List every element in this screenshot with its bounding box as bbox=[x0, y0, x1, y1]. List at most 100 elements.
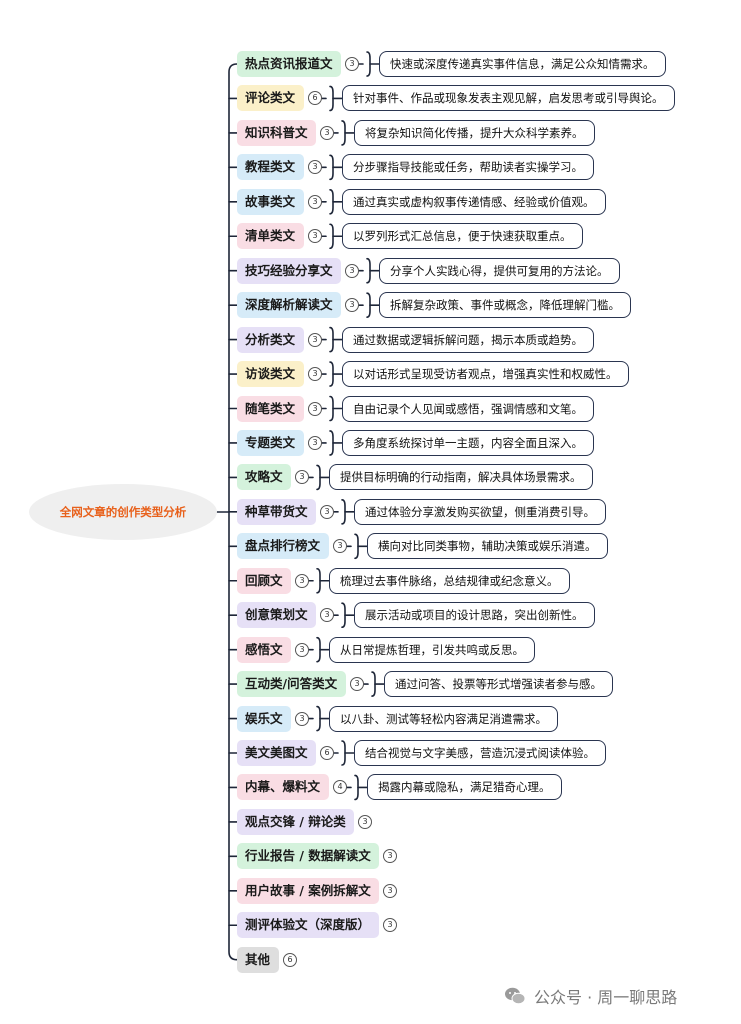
count-badge[interactable]: 3 bbox=[358, 814, 372, 829]
category-label: 创意策划文 bbox=[245, 607, 308, 623]
description-text: 展示活动或项目的设计思路，突出创新性。 bbox=[365, 608, 584, 623]
description-box[interactable]: 提供目标明确的行动指南，解决具体场景需求。 bbox=[329, 464, 593, 491]
category-label: 行业报告 / 数据解读文 bbox=[245, 848, 371, 864]
category-node[interactable]: 专题类文 bbox=[237, 429, 304, 456]
description-box[interactable]: 通过真实或虚构叙事传递情感、经验或价值观。 bbox=[342, 188, 606, 215]
count-badge[interactable]: 6 bbox=[308, 91, 322, 106]
description-text: 快速或深度传递真实事件信息，满足公众知情需求。 bbox=[390, 57, 655, 71]
description-box[interactable]: 将复杂知识简化传播，提升大众科学素养。 bbox=[354, 119, 595, 146]
description-box[interactable]: 结合视觉与文字美感，营造沉浸式阅读体验。 bbox=[354, 740, 606, 766]
count-badge[interactable]: 3 bbox=[345, 263, 359, 278]
description-text: 多角度系统探讨单一主题，内容全面且深入。 bbox=[353, 435, 583, 450]
category-node[interactable]: 盘点排行榜文 bbox=[237, 533, 329, 560]
category-label: 互动类/问答类文 bbox=[245, 676, 338, 692]
category-node[interactable]: 测评体验文（深度版） bbox=[237, 912, 379, 939]
category-node[interactable]: 分析类文 bbox=[237, 326, 304, 353]
category-node[interactable]: 行业报告 / 数据解读文 bbox=[237, 843, 379, 870]
category-node[interactable]: 娱乐文 bbox=[237, 705, 291, 732]
category-node[interactable]: 创意策划文 bbox=[237, 602, 316, 629]
description-box[interactable]: 通过体验分享激发购买欲望，侧重消费引导。 bbox=[354, 498, 606, 525]
description-box[interactable]: 以八卦、测试等轻松内容满足消遣需求。 bbox=[329, 705, 558, 732]
category-label: 美文美图文 bbox=[245, 745, 308, 760]
category-node[interactable]: 教程类文 bbox=[237, 154, 304, 181]
category-node[interactable]: 知识科普文 bbox=[237, 119, 316, 146]
count-badge[interactable]: 4 bbox=[333, 780, 347, 795]
count-badge[interactable]: 3 bbox=[383, 918, 397, 933]
category-node[interactable]: 观点交锋 / 辩论类 bbox=[237, 808, 354, 835]
count-badge[interactable]: 3 bbox=[308, 367, 322, 382]
category-label: 盘点排行榜文 bbox=[245, 538, 321, 554]
count-badge[interactable]: 3 bbox=[308, 435, 322, 450]
description-text: 梳理过去事件脉络，总结规律或纪念意义。 bbox=[340, 573, 559, 588]
category-label: 技巧经验分享文 bbox=[245, 262, 333, 278]
count-badge[interactable]: 3 bbox=[383, 849, 397, 864]
category-node[interactable]: 技巧经验分享文 bbox=[237, 257, 341, 284]
description-box[interactable]: 快速或深度传递真实事件信息，满足公众知情需求。 bbox=[379, 51, 666, 77]
description-box[interactable]: 拆解复杂政策、事件或概念，降低理解门槛。 bbox=[379, 292, 631, 319]
count-badge[interactable]: 3 bbox=[308, 332, 322, 347]
category-node[interactable]: 美文美图文 bbox=[237, 740, 316, 766]
description-box[interactable]: 揭露内幕或隐私，满足猎奇心理。 bbox=[367, 774, 562, 801]
count-badge[interactable]: 3 bbox=[345, 57, 359, 71]
description-box[interactable]: 展示活动或项目的设计思路，突出创新性。 bbox=[354, 602, 595, 629]
description-box[interactable]: 横向对比同类事物，辅助决策或娱乐消遣。 bbox=[367, 533, 608, 560]
category-label: 访谈类文 bbox=[245, 366, 296, 382]
count-badge[interactable]: 6 bbox=[283, 952, 297, 967]
category-node[interactable]: 用户故事 / 案例拆解文 bbox=[237, 877, 379, 904]
description-box[interactable]: 从日常提炼哲理，引发共鸣或反思。 bbox=[329, 636, 535, 663]
category-node[interactable]: 评论类文 bbox=[237, 85, 304, 112]
category-node[interactable]: 热点资讯报道文 bbox=[237, 51, 341, 77]
count-badge[interactable]: 3 bbox=[320, 125, 334, 140]
description-box[interactable]: 针对事件、作品或现象发表主观见解，启发思考或引导舆论。 bbox=[342, 85, 675, 112]
category-label: 用户故事 / 案例拆解文 bbox=[245, 882, 371, 898]
description-text: 针对事件、作品或现象发表主观见解，启发思考或引导舆论。 bbox=[353, 91, 664, 106]
description-box[interactable]: 自由记录个人见闻或感悟，强调情感和文笔。 bbox=[342, 395, 594, 422]
count-badge[interactable]: 3 bbox=[308, 401, 322, 416]
category-label: 专题类文 bbox=[245, 434, 296, 450]
count-badge[interactable]: 3 bbox=[308, 160, 322, 175]
category-label: 随笔类文 bbox=[245, 400, 296, 416]
count-badge[interactable]: 3 bbox=[320, 504, 334, 519]
count-badge[interactable]: 3 bbox=[295, 711, 309, 726]
count-badge[interactable]: 6 bbox=[320, 746, 334, 760]
count-badge[interactable]: 3 bbox=[350, 677, 364, 692]
category-node[interactable]: 其他 bbox=[237, 946, 279, 973]
description-box[interactable]: 通过数据或逻辑拆解问题，揭示本质或趋势。 bbox=[342, 326, 594, 353]
root-label: 全网文章的创作类型分析 bbox=[59, 505, 187, 519]
count-badge[interactable]: 3 bbox=[308, 194, 322, 209]
category-node[interactable]: 感悟文 bbox=[237, 636, 291, 663]
count-badge[interactable]: 3 bbox=[320, 608, 334, 623]
count-badge[interactable]: 3 bbox=[295, 642, 309, 657]
category-node[interactable]: 种草带货文 bbox=[237, 498, 316, 525]
category-node[interactable]: 故事类文 bbox=[237, 188, 304, 215]
category-node[interactable]: 回顾文 bbox=[237, 567, 291, 594]
description-box[interactable]: 以对话形式呈现受访者观点，增强真实性和权威性。 bbox=[342, 361, 629, 388]
count-badge[interactable]: 3 bbox=[295, 470, 309, 485]
count-badge[interactable]: 3 bbox=[345, 298, 359, 313]
description-text: 自由记录个人见闻或感悟，强调情感和文笔。 bbox=[353, 401, 583, 416]
category-node[interactable]: 访谈类文 bbox=[237, 361, 304, 388]
count-badge[interactable]: 3 bbox=[383, 883, 397, 898]
category-node[interactable]: 互动类/问答类文 bbox=[237, 671, 346, 698]
category-label: 深度解析解读文 bbox=[245, 297, 333, 313]
category-node[interactable]: 深度解析解读文 bbox=[237, 292, 341, 319]
description-box[interactable]: 分步骤指导技能或任务，帮助读者实操学习。 bbox=[342, 154, 594, 181]
count-badge[interactable]: 3 bbox=[333, 539, 347, 554]
description-box[interactable]: 多角度系统探讨单一主题，内容全面且深入。 bbox=[342, 429, 594, 456]
description-text: 将复杂知识简化传播，提升大众科学素养。 bbox=[365, 125, 584, 140]
root-node[interactable]: 全网文章的创作类型分析 bbox=[29, 484, 217, 540]
description-text: 分享个人实践心得，提供可复用的方法论。 bbox=[390, 263, 609, 278]
description-text: 横向对比同类事物，辅助决策或娱乐消遣。 bbox=[378, 539, 597, 554]
description-box[interactable]: 分享个人实践心得，提供可复用的方法论。 bbox=[379, 257, 620, 284]
description-text: 拆解复杂政策、事件或概念，降低理解门槛。 bbox=[390, 298, 620, 313]
category-node[interactable]: 内幕、爆料文 bbox=[237, 774, 329, 801]
category-node[interactable]: 随笔类文 bbox=[237, 395, 304, 422]
count-badge[interactable]: 3 bbox=[295, 573, 309, 588]
description-box[interactable]: 以罗列形式汇总信息，便于快速获取重点。 bbox=[342, 223, 583, 250]
category-node[interactable]: 清单类文 bbox=[237, 223, 304, 250]
count-badge[interactable]: 3 bbox=[308, 229, 322, 244]
description-box[interactable]: 通过问答、投票等形式增强读者参与感。 bbox=[384, 671, 613, 698]
category-label: 感悟文 bbox=[245, 641, 283, 657]
description-box[interactable]: 梳理过去事件脉络，总结规律或纪念意义。 bbox=[329, 567, 570, 594]
category-node[interactable]: 攻略文 bbox=[237, 464, 291, 491]
